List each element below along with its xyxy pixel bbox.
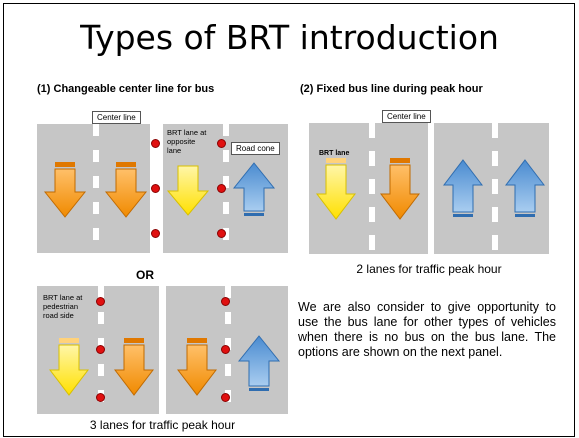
lane-dash (225, 338, 231, 350)
down-arrow-icon (379, 158, 421, 220)
panel2-caption: 2 lanes for traffic peak hour (356, 262, 502, 276)
slide-frame (3, 3, 575, 437)
down-arrow-icon (176, 338, 218, 396)
lane-dash (369, 235, 375, 250)
slide-title: Types of BRT introduction (80, 18, 499, 57)
lane-dash (223, 228, 229, 240)
lane-dash (492, 123, 498, 138)
center-line (428, 123, 434, 254)
down-arrow-icon (166, 165, 210, 216)
description-text: We are also consider to give opportunity… (298, 300, 556, 359)
lane-dash (93, 228, 99, 240)
panel1-heading: (1) Changeable center line for bus (37, 83, 215, 95)
brt-lane-label: BRT lane (319, 150, 350, 157)
lane-dash (492, 151, 498, 166)
lane-dash (225, 286, 231, 298)
road-cone-icon (217, 184, 226, 193)
road-cone-label: Road cone (231, 142, 280, 155)
up-arrow-icon (232, 162, 276, 216)
lane-dash (98, 286, 104, 298)
or-label: OR (136, 268, 154, 282)
lane-dash (223, 150, 229, 162)
lane-dash (369, 151, 375, 166)
lane-dash (98, 338, 104, 350)
road-cone-icon (96, 393, 105, 402)
road-cone-icon (96, 345, 105, 354)
lane-dash (98, 364, 104, 376)
lane-dash (93, 124, 99, 136)
center-line-label: Center line (92, 111, 141, 124)
down-arrow-icon (43, 162, 87, 218)
lane-dash (223, 124, 229, 136)
lane-dash (223, 176, 229, 188)
brt-lane-label: BRT lane at opposite lane (167, 128, 207, 155)
lane-dash (369, 123, 375, 138)
down-arrow-icon (113, 338, 155, 396)
road-median (159, 286, 166, 414)
up-arrow-icon (504, 159, 546, 217)
road-cone-icon (221, 345, 230, 354)
down-arrow-icon (48, 338, 90, 396)
road-cone-icon (151, 139, 160, 148)
down-arrow-icon (315, 158, 357, 220)
up-arrow-icon (237, 335, 281, 391)
road-cone-icon (217, 229, 226, 238)
up-arrow-icon (442, 159, 484, 217)
lane-dash (93, 176, 99, 188)
road-cone-icon (221, 297, 230, 306)
lane-dash (98, 312, 104, 324)
lane-dash (492, 235, 498, 250)
brt-lane-label: BRT lane at pedestrian road side (43, 293, 83, 320)
down-arrow-icon (104, 162, 148, 218)
lane-dash (492, 179, 498, 194)
road-cone-icon (151, 229, 160, 238)
lane-dash (225, 312, 231, 324)
panel3-caption: 3 lanes for traffic peak hour (89, 418, 236, 432)
lane-dash (369, 207, 375, 222)
center-line-label: Center line (382, 110, 431, 123)
panel2-heading: (2) Fixed bus line during peak hour (300, 83, 483, 95)
lane-dash (93, 202, 99, 214)
lane-dash (93, 150, 99, 162)
road-cone-icon (221, 393, 230, 402)
road-cone-icon (96, 297, 105, 306)
road-cone-icon (217, 139, 226, 148)
lane-dash (492, 207, 498, 222)
lane-dash (369, 179, 375, 194)
lane-dash (223, 202, 229, 214)
lane-dash (225, 364, 231, 376)
road-cone-icon (151, 184, 160, 193)
